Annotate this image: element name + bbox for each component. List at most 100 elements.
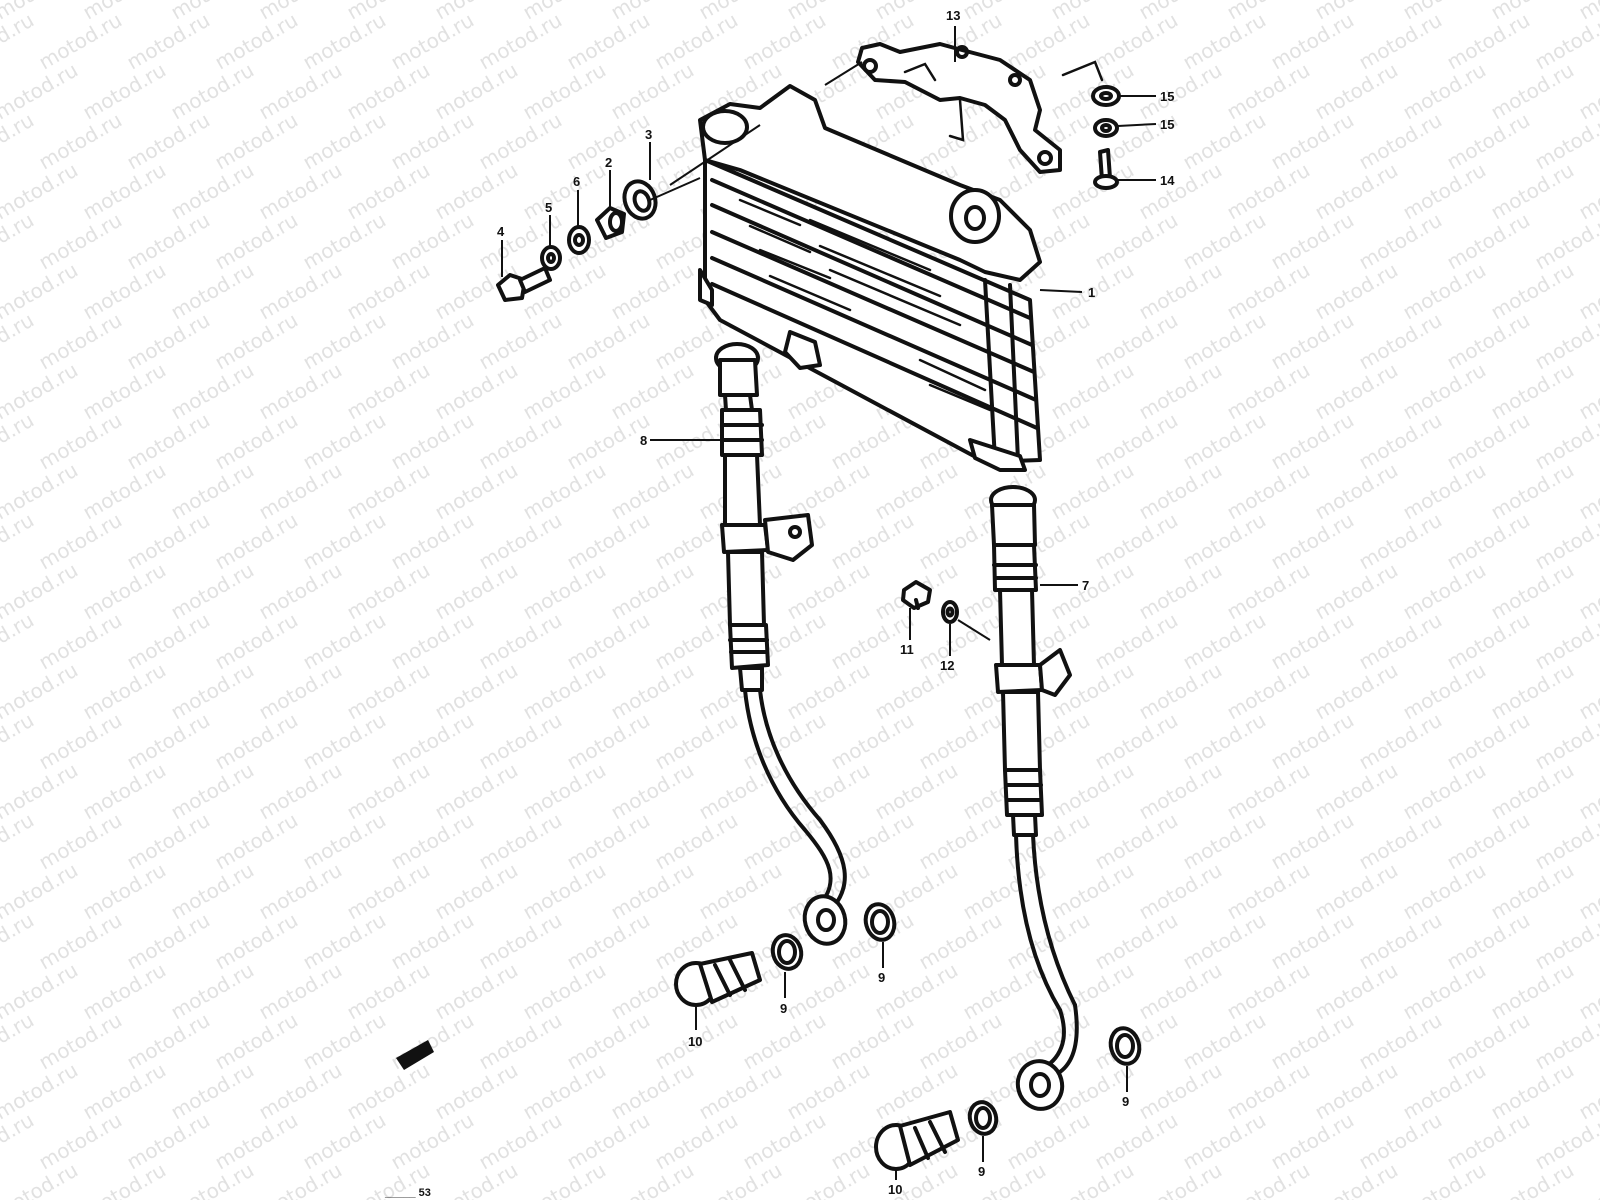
watermark-text: motod.ru — [1399, 1158, 1490, 1200]
watermark-text: motod.ru — [1575, 258, 1600, 325]
watermark-text: motod.ru — [1179, 608, 1270, 675]
watermark-text: motod.ru — [299, 8, 390, 75]
watermark-text: motod.ru — [475, 708, 566, 775]
oil-hose-part-8 — [714, 342, 848, 946]
watermark-text: motod.ru — [1267, 1008, 1358, 1075]
watermark-text: motod.ru — [211, 608, 302, 675]
watermark-text: motod.ru — [607, 258, 698, 325]
watermark-text: motod.ru — [1091, 608, 1182, 675]
watermark-text: motod.ru — [519, 558, 610, 625]
watermark-text: motod.ru — [827, 1008, 918, 1075]
callout-2: 2 — [605, 155, 612, 170]
callout-3: 3 — [645, 127, 652, 142]
watermark-text: motod.ru — [959, 1158, 1050, 1200]
watermark-text: motod.ru — [211, 8, 302, 75]
watermark-text: motod.ru — [387, 508, 478, 575]
watermark-text: motod.ru — [1487, 858, 1578, 925]
watermark-text: motod.ru — [1311, 1158, 1402, 1200]
watermark-text: motod.ru — [1179, 1108, 1270, 1175]
watermark-text: motod.ru — [387, 808, 478, 875]
watermark-text: motod.ru — [1179, 1008, 1270, 1075]
watermark-text: motod.ru — [1311, 958, 1402, 1025]
watermark-text: motod.ru — [563, 308, 654, 375]
front-arrow-icon — [396, 1040, 434, 1070]
watermark-text: motod.ru — [519, 358, 610, 425]
watermark-text: motod.ru — [1223, 258, 1314, 325]
watermark-text: motod.ru — [1443, 908, 1534, 975]
watermark-text: motod.ru — [343, 58, 434, 125]
watermark-text: motod.ru — [519, 858, 610, 925]
leader-lines — [501, 26, 1157, 1180]
watermark-text: motod.ru — [1047, 58, 1138, 125]
watermark-text: motod.ru — [79, 658, 170, 725]
watermark-text: motod.ru — [475, 608, 566, 675]
watermark-text: motod.ru — [1223, 658, 1314, 725]
watermark-text: motod.ru — [387, 1108, 478, 1175]
watermark-text: motod.ru — [1091, 8, 1182, 75]
watermark-text: motod.ru — [607, 358, 698, 425]
watermark-text: motod.ru — [651, 708, 742, 775]
watermark-text: motod.ru — [299, 508, 390, 575]
watermark-text: motod.ru — [475, 8, 566, 75]
watermark-text: motod.ru — [431, 358, 522, 425]
watermark-text: motod.ru — [651, 808, 742, 875]
nut-part-15a — [1091, 85, 1121, 107]
watermark-text: motod.ru — [783, 558, 874, 625]
watermark-text: motod.ru — [1355, 308, 1446, 375]
watermark-text: motod.ru — [1311, 458, 1402, 525]
watermark-text: motod.ru — [343, 558, 434, 625]
watermark-text: motod.ru — [1267, 8, 1358, 75]
sealing-washer-part-9c — [967, 1100, 999, 1136]
watermark-text: motod.ru — [1399, 58, 1490, 125]
watermark-text: motod.ru — [0, 258, 82, 325]
watermark-text: motod.ru — [1443, 8, 1534, 75]
watermark-text: motod.ru — [1355, 908, 1446, 975]
watermark-text: motod.ru — [35, 408, 126, 475]
watermark-text: motod.ru — [255, 858, 346, 925]
callout-4: 4 — [497, 224, 505, 239]
callout-15a: 15 — [1160, 89, 1174, 104]
watermark-text: motod.ru — [1311, 758, 1402, 825]
callout-9a: 9 — [780, 1001, 787, 1016]
watermark-text: motod.ru — [79, 558, 170, 625]
watermark-text: motod.ru — [1355, 708, 1446, 775]
watermark-text: motod.ru — [123, 908, 214, 975]
watermark-text: motod.ru — [1091, 308, 1182, 375]
watermark-text: motod.ru — [35, 1108, 126, 1175]
watermark-text: motod.ru — [1575, 58, 1600, 125]
watermark-text: motod.ru — [1355, 408, 1446, 475]
watermark-text: motod.ru — [1399, 558, 1490, 625]
callout-9d: 9 — [1122, 1094, 1129, 1109]
watermark-text: motod.ru — [431, 458, 522, 525]
watermark-text: motod.ru — [1267, 608, 1358, 675]
watermark-text: motod.ru — [79, 158, 170, 225]
watermark-text: motod.ru — [1399, 358, 1490, 425]
watermark-text: motod.ru — [1443, 708, 1534, 775]
watermark-text: motod.ru — [1399, 458, 1490, 525]
watermark-text: motod.ru — [1267, 408, 1358, 475]
watermark-text: motod.ru — [0, 158, 82, 225]
watermark-text: motod.ru — [35, 708, 126, 775]
watermark-text: motod.ru — [1267, 508, 1358, 575]
watermark-text: motod.ru — [0, 858, 82, 925]
watermark-text: motod.ru — [1311, 158, 1402, 225]
watermark-text: motod.ru — [563, 1008, 654, 1075]
watermark-text: motod.ru — [1443, 308, 1534, 375]
watermark-text: motod.ru — [79, 958, 170, 1025]
watermark-text: motod.ru — [387, 1008, 478, 1075]
watermark-text: motod.ru — [1487, 958, 1578, 1025]
watermark-text: motod.ru — [1267, 808, 1358, 875]
watermark-text: motod.ru — [1003, 1108, 1094, 1175]
watermark-text: motod.ru — [79, 458, 170, 525]
watermark-text: motod.ru — [1443, 1008, 1534, 1075]
watermark-text: motod.ru — [79, 58, 170, 125]
watermark-text: motod.ru — [35, 608, 126, 675]
watermark-text: motod.ru — [35, 108, 126, 175]
watermark-text: motod.ru — [123, 308, 214, 375]
watermark-text: motod.ru — [739, 8, 830, 75]
watermark-text: motod.ru — [255, 558, 346, 625]
watermark-text: motod.ru — [1091, 408, 1182, 475]
watermark-text: motod.ru — [79, 1058, 170, 1125]
watermark-text: motod.ru — [431, 558, 522, 625]
watermark-text: motod.ru — [387, 608, 478, 675]
